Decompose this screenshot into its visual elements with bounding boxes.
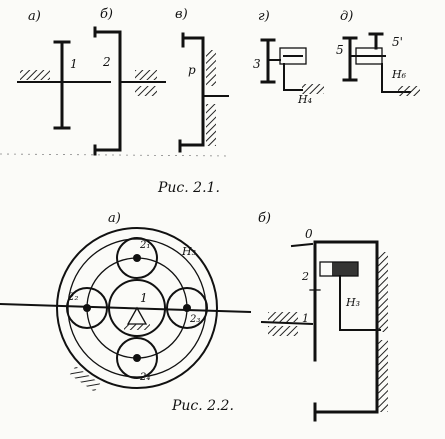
label-2-3: 2₃ bbox=[189, 314, 200, 325]
ring-gear-2 bbox=[93, 30, 122, 152]
panel-2-1-c: в) р bbox=[175, 7, 229, 153]
wall-hatch-upper bbox=[378, 252, 388, 332]
label-1: 1 bbox=[140, 291, 148, 305]
panel-2-1-g: г) 3 H₄ bbox=[253, 9, 324, 106]
panel-letter: а) bbox=[108, 211, 121, 226]
carrier-h4 bbox=[283, 63, 303, 91]
planet-gear-top bbox=[116, 237, 158, 279]
label-2: 2 bbox=[301, 270, 309, 283]
wall-hatch-bottom bbox=[206, 104, 216, 146]
figure-2-2: а) H₃ 1 2₁ 2₂ 2₃ 2₄ Рис. 2.2. bbox=[0, 211, 388, 422]
caption-fig-2-2: Рис. 2.2. bbox=[171, 398, 234, 414]
center-support-hatch bbox=[124, 324, 150, 330]
label-3: 3 bbox=[253, 57, 261, 71]
label-0: 0 bbox=[305, 227, 313, 241]
center-support bbox=[126, 306, 148, 325]
label-2-1: 2₁ bbox=[139, 240, 150, 251]
panel-letter: д) bbox=[340, 9, 353, 24]
panel-2-2-a: а) H₃ 1 2₁ 2₂ 2₃ 2₄ Рис. 2.2. bbox=[0, 211, 252, 414]
panel-letter: а) bbox=[28, 9, 41, 24]
label-h6: H₆ bbox=[391, 68, 407, 81]
input-shaft bbox=[260, 320, 314, 326]
label-2-2: 2₂ bbox=[67, 292, 78, 303]
panel-2-1-a: а) 1 bbox=[17, 9, 111, 130]
label-2-4: 2₄ bbox=[139, 372, 150, 383]
ring-fixed-hatch bbox=[69, 366, 101, 392]
planet-bearing-fill bbox=[332, 262, 358, 276]
carrier-h3 bbox=[339, 275, 381, 331]
ring-gear-outer bbox=[56, 227, 218, 389]
planet-axle-top bbox=[133, 254, 141, 262]
label-1: 1 bbox=[302, 312, 309, 325]
support-hatch-bottom bbox=[135, 86, 157, 96]
panel-2-1-b: б) 2 bbox=[93, 7, 166, 156]
planet-gear-bottom bbox=[116, 337, 158, 379]
panel-2-2-b: б) 0 2 1 H₃ bbox=[258, 211, 388, 422]
carrier-arm-line bbox=[0, 302, 252, 314]
support-hatch bbox=[302, 84, 324, 94]
planet-axle-bottom bbox=[133, 354, 141, 362]
label-2: 2 bbox=[102, 55, 111, 69]
caption-fig-2-1: Рис. 2.1. bbox=[157, 180, 220, 196]
panel-letter: в) bbox=[175, 7, 188, 22]
panel-letter: б) bbox=[258, 211, 271, 226]
support-hatch-bottom bbox=[268, 326, 298, 336]
support-hatch-top bbox=[135, 70, 157, 80]
wall-hatch-lower bbox=[378, 340, 388, 412]
label-1: 1 bbox=[70, 57, 78, 71]
support-hatch bbox=[398, 86, 420, 96]
panel-letter: б) bbox=[100, 7, 113, 22]
ring-gear bbox=[178, 36, 205, 147]
label-5: 5 bbox=[336, 43, 344, 57]
support-hatch-top bbox=[268, 312, 298, 322]
ring-gear-housing bbox=[313, 240, 379, 414]
label-p: р bbox=[188, 63, 196, 77]
label-5prime: 5' bbox=[392, 35, 403, 49]
reference-mark-0 bbox=[290, 242, 314, 248]
panel-letter: г) bbox=[258, 9, 270, 24]
scan-speckle-line bbox=[0, 153, 231, 157]
label-h3: H₃ bbox=[181, 245, 196, 258]
figure-2-1: а) 1 б) 2 в) р bbox=[0, 7, 420, 196]
panel-2-1-d: д) 5 5' H₆ bbox=[336, 9, 420, 96]
label-h3: H₃ bbox=[345, 296, 360, 309]
planet-bearing-box bbox=[279, 47, 307, 65]
label-h4: H₄ bbox=[297, 93, 312, 106]
wall-hatch-top bbox=[206, 50, 216, 86]
planet-gear-right bbox=[166, 287, 208, 329]
fixed-support-hatch bbox=[20, 70, 50, 80]
planet-axle-left bbox=[83, 304, 91, 312]
